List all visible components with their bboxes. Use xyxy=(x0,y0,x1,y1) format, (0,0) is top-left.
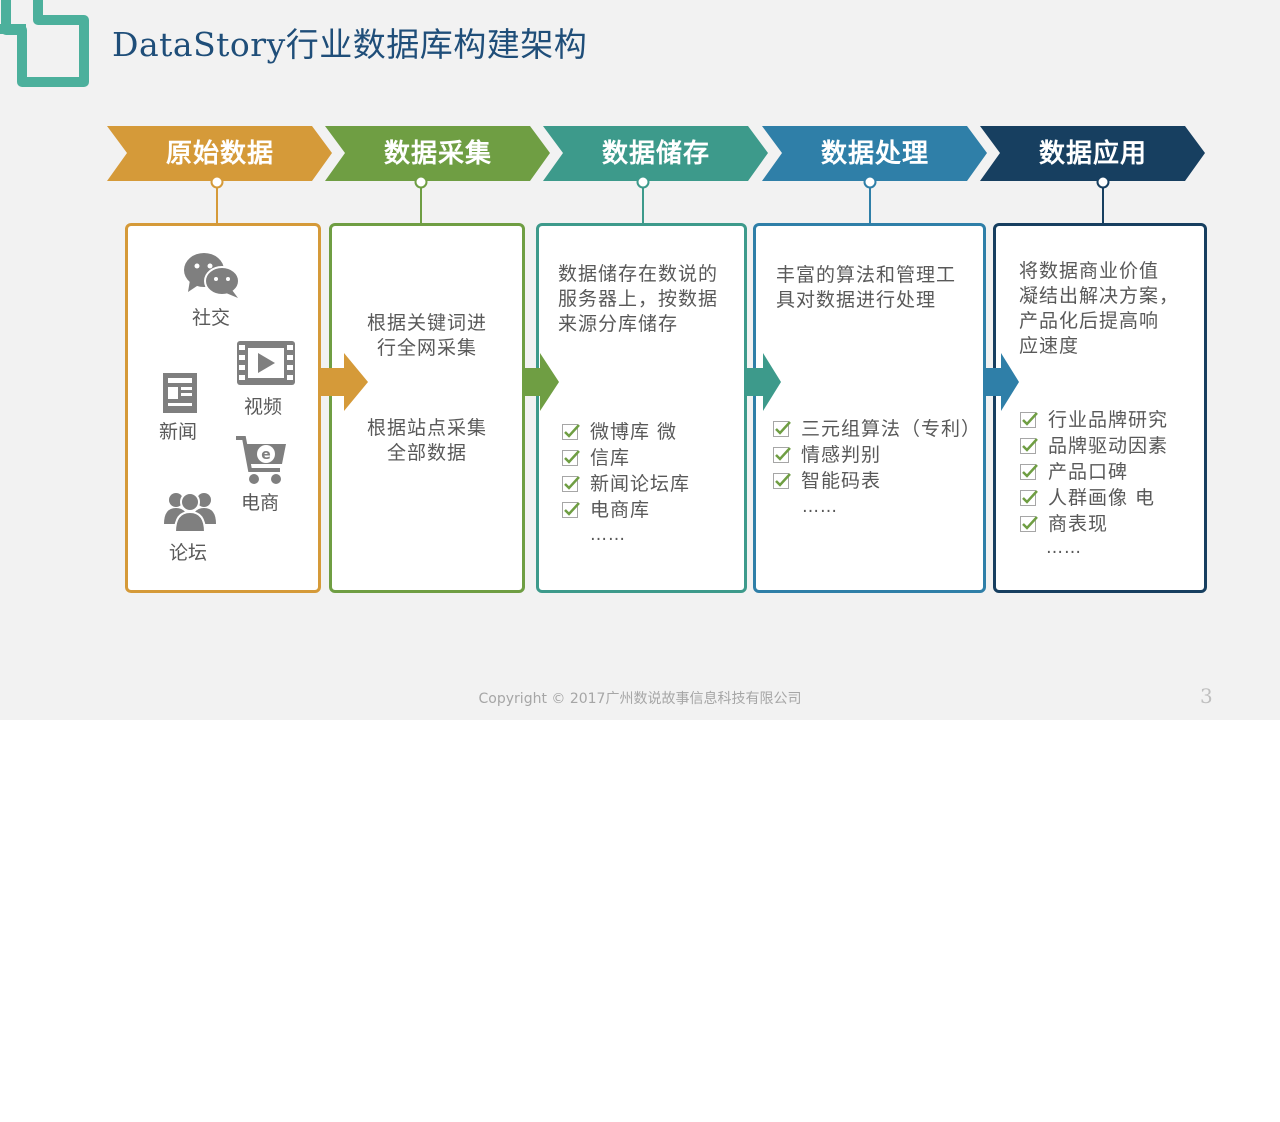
box-storage xyxy=(536,223,747,593)
chevron-stage-3 xyxy=(543,126,768,181)
chevron-stage-4 xyxy=(762,126,987,181)
logo-icon xyxy=(0,0,89,87)
process-list: 三元组算法（专利） 情感判别 智能码表 xyxy=(773,416,981,494)
list-item: 电商库 xyxy=(562,497,690,523)
list-item-label: 微博库 微 xyxy=(590,421,678,443)
collect-text-line: 行全网采集 xyxy=(376,337,477,359)
connector-3 xyxy=(636,175,650,223)
apply-desc: 将数据商业价值 凝结出解决方案， 产品化后提高响 应速度 xyxy=(1019,259,1179,359)
label-video: 视频 xyxy=(244,396,283,418)
collect-text-line: 根据站点采集 xyxy=(366,417,487,439)
cart-icon: e xyxy=(236,436,286,484)
list-item: 人群画像 电 xyxy=(1020,485,1168,511)
label-news: 新闻 xyxy=(159,421,198,443)
check-icon xyxy=(1020,412,1038,428)
storage-desc-line: 服务器上，按数据 xyxy=(558,288,719,310)
process-desc-line: 丰富的算法和管理工 xyxy=(776,264,957,286)
connector-4 xyxy=(863,175,877,223)
process-desc-line: 具对数据进行处理 xyxy=(776,289,937,311)
list-item-label: 信库 xyxy=(590,447,631,469)
apply-desc-line: 应速度 xyxy=(1019,335,1080,357)
box-collect xyxy=(329,223,525,593)
list-item-label: 电商库 xyxy=(590,499,651,521)
chevron-stage-1 xyxy=(107,126,332,181)
list-item: 情感判别 xyxy=(773,442,981,468)
apply-list: 行业品牌研究 品牌驱动因素 产品口碑 人群画像 电 商表现 xyxy=(1020,407,1168,537)
list-item-label: 人群画像 电 xyxy=(1048,487,1156,509)
list-item: 新闻论坛库 xyxy=(562,471,690,497)
stage-label-storage: 数据储存 xyxy=(601,139,710,169)
process-ellipsis: …… xyxy=(802,497,838,517)
list-item: 品牌驱动因素 xyxy=(1020,433,1168,459)
video-icon xyxy=(237,341,295,385)
storage-ellipsis: …… xyxy=(590,525,626,545)
label-social: 社交 xyxy=(192,307,231,329)
copyright: Copyright © 2017广州数说故事信息科技有限公司 xyxy=(478,691,802,707)
check-icon xyxy=(773,421,791,437)
page-number: 3 xyxy=(1200,684,1213,708)
stage-label-raw: 原始数据 xyxy=(165,139,274,169)
connector-2 xyxy=(414,175,428,223)
list-item: 行业品牌研究 xyxy=(1020,407,1168,433)
list-item-label: 品牌驱动因素 xyxy=(1048,435,1169,457)
apply-desc-line: 将数据商业价值 xyxy=(1019,260,1160,282)
stage-label-apply: 数据应用 xyxy=(1038,139,1147,169)
stage-label-process: 数据处理 xyxy=(820,139,929,169)
apply-ellipsis: …… xyxy=(1046,538,1082,558)
check-icon xyxy=(562,450,580,466)
check-icon xyxy=(562,424,580,440)
check-icon xyxy=(1020,464,1038,480)
list-item: 三元组算法（专利） xyxy=(773,416,981,442)
wechat-icon xyxy=(184,253,240,298)
box-process xyxy=(753,223,986,593)
stage-label-collect: 数据采集 xyxy=(383,139,492,169)
connector-1 xyxy=(210,175,224,223)
collect-text-keyword: 根据关键词进 行全网采集 xyxy=(329,311,525,361)
list-item-label: 商表现 xyxy=(1048,513,1109,535)
collect-text-site: 根据站点采集 全部数据 xyxy=(329,416,525,466)
list-item-label: 新闻论坛库 xyxy=(590,473,691,495)
storage-desc: 数据储存在数说的 服务器上，按数据 来源分库储存 xyxy=(558,262,718,337)
check-icon xyxy=(562,502,580,518)
check-icon xyxy=(1020,490,1038,506)
storage-desc-line: 来源分库储存 xyxy=(558,313,679,335)
users-icon xyxy=(164,492,216,533)
check-icon xyxy=(1020,438,1038,454)
collect-text-line: 根据关键词进 xyxy=(366,312,487,334)
apply-desc-line: 凝结出解决方案， xyxy=(1019,285,1180,307)
label-ecommerce: 电商 xyxy=(241,492,280,514)
chevron-stage-5 xyxy=(980,126,1205,181)
list-item: 商表现 xyxy=(1020,511,1168,537)
slide: DataStory行业数据库构建架构 原始数据 数据采集 数据储存 数据处理 数… xyxy=(0,0,1280,720)
list-item: 微博库 微 xyxy=(562,419,690,445)
check-icon xyxy=(773,447,791,463)
connector-5 xyxy=(1096,175,1110,223)
page-title: DataStory行业数据库构建架构 xyxy=(112,25,588,64)
list-item: 智能码表 xyxy=(773,468,981,494)
news-icon xyxy=(163,373,197,413)
list-item-label: 情感判别 xyxy=(801,444,882,466)
list-item-label: 产品口碑 xyxy=(1048,461,1129,483)
storage-desc-line: 数据储存在数说的 xyxy=(558,263,719,285)
check-icon xyxy=(1020,516,1038,532)
list-item-label: 智能码表 xyxy=(801,470,882,492)
storage-list: 微博库 微 信库 新闻论坛库 电商库 xyxy=(562,419,690,523)
check-icon xyxy=(562,476,580,492)
apply-desc-line: 产品化后提高响 xyxy=(1019,310,1160,332)
list-item: 信库 xyxy=(562,445,690,471)
list-item-label: 三元组算法（专利） xyxy=(801,418,982,440)
collect-text-line: 全部数据 xyxy=(386,442,467,464)
label-forum: 论坛 xyxy=(169,542,208,564)
svg-text:e: e xyxy=(261,447,271,463)
list-item-label: 行业品牌研究 xyxy=(1048,409,1169,431)
check-icon xyxy=(773,473,791,489)
process-flow-graphic xyxy=(107,126,1205,223)
chevron-stage-2 xyxy=(325,126,550,181)
process-desc: 丰富的算法和管理工 具对数据进行处理 xyxy=(776,263,956,313)
list-item: 产品口碑 xyxy=(1020,459,1168,485)
